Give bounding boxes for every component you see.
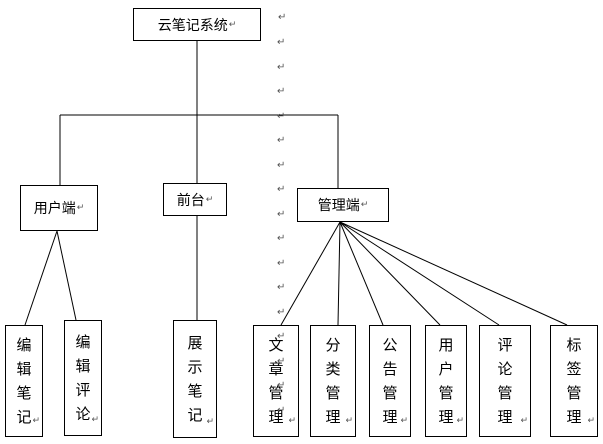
paragraph-mark-icon: ↵ (277, 208, 286, 220)
node-comment-manage: 评论管理 ↵ (479, 325, 531, 437)
connector-admin-to-article (280, 221, 341, 326)
paragraph-mark-icon: ↵ (288, 416, 296, 426)
node-tag-manage-label: 标签管理 (566, 336, 582, 426)
paragraph-mark-icon: ↵ (277, 86, 286, 97)
paragraph-mark-icon: ↵ (345, 416, 353, 426)
paragraph-mark-icon: ↵ (277, 184, 286, 195)
connector-admin-to-comments (339, 221, 500, 326)
root-node-label: 云笔记系统 (157, 17, 228, 34)
node-comment-manage-label: 评论管理 (497, 336, 513, 426)
node-show-note: 展示笔记 ↵ (173, 320, 217, 438)
paragraph-mark-icon: ↵ (32, 416, 40, 426)
paragraph-mark-icon: ↵ (277, 135, 286, 146)
paragraph-mark-icon: ↵ (277, 61, 286, 73)
node-notice-manage: 公告管理 ↵ (369, 325, 411, 437)
paragraph-mark-icon: ↵ (76, 203, 85, 213)
paragraph-mark-icon: ↵ (587, 416, 595, 426)
node-tag-manage: 标签管理 ↵ (550, 325, 598, 437)
node-edit-comment: 编辑评论 ↵ (64, 320, 102, 436)
connector-user-to-edit-comment (56, 230, 77, 321)
paragraph-mark-icon: ↵ (277, 37, 286, 48)
node-edit-comment-label: 编辑评论 (75, 333, 91, 423)
node-edit-note-label: 编辑笔记 (16, 336, 32, 426)
node-edit-note: 编辑笔记 ↵ (5, 325, 43, 437)
node-article-manage: 文章管理 ↵ (253, 325, 299, 437)
paragraph-mark-icon: ↵ (277, 233, 286, 244)
node-category-manage-label: 分类管理 (325, 336, 341, 426)
connector-admin-to-category (337, 221, 341, 326)
paragraph-mark-icon: ↵ (278, 12, 287, 23)
paragraph-mark-icon: ↵ (205, 194, 214, 205)
node-user-manage-label: 用户管理 (438, 336, 454, 426)
paragraph-mark-icon: ↵ (277, 159, 286, 171)
paragraph-mark-icon: ↵ (228, 19, 237, 30)
paragraph-mark-icon: ↵ (206, 417, 214, 427)
connector-admin-to-notice (339, 221, 384, 326)
paragraph-mark-icon: ↵ (277, 282, 286, 293)
connector-admin-to-tags (339, 221, 568, 326)
paragraph-mark-icon: ↵ (277, 257, 286, 269)
paragraph-mark-icon: ↵ (91, 415, 99, 425)
node-front: 前台↵ (163, 183, 227, 216)
root-node: 云笔记系统↵ (133, 8, 261, 41)
connector-admin-to-users (339, 221, 441, 326)
paragraph-mark-icon: ↵ (277, 110, 286, 122)
node-admin-end-label: 管理端 (317, 198, 360, 214)
paragraph-mark-icon: ↵ (277, 306, 286, 318)
node-front-label: 前台 (176, 192, 205, 209)
paragraph-mark-icon: ↵ (520, 416, 528, 426)
paragraph-mark-icon: ↵ (277, 355, 286, 367)
paragraph-mark-icon: ↵ (456, 416, 464, 426)
paragraph-mark-icon: ↵ (400, 416, 408, 426)
node-article-manage-label: 文章管理 (268, 336, 284, 426)
node-category-manage: 分类管理 ↵ (310, 325, 356, 437)
paragraph-mark-icon: ↵ (277, 380, 286, 391)
node-user-manage: 用户管理 ↵ (425, 325, 467, 437)
node-notice-manage-label: 公告管理 (382, 336, 398, 426)
connector-user-to-edit-note (24, 230, 58, 326)
paragraph-mark-icon: ↵ (277, 331, 286, 342)
node-admin-end: 管理端↵ (297, 188, 389, 222)
node-user-end: 用户端↵ (20, 185, 98, 231)
node-user-end-label: 用户端 (33, 201, 76, 217)
node-show-note-label: 展示笔记 (187, 334, 203, 424)
paragraph-mark-icon: ↵ (277, 404, 286, 416)
paragraph-mark-icon: ↵ (360, 200, 369, 210)
